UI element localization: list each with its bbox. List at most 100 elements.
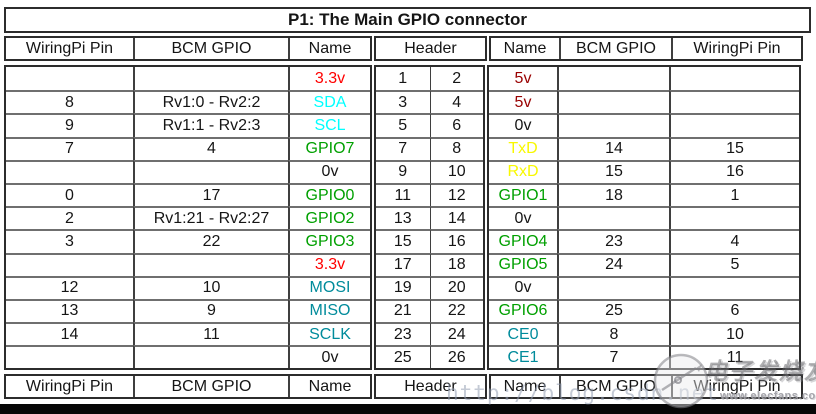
cell-wpi-right xyxy=(669,90,799,114)
cell-pin-even: 12 xyxy=(429,182,483,207)
cell-bcm-right: 24 xyxy=(557,252,669,276)
cell-pin-even: 16 xyxy=(429,229,483,253)
cell-wpi-left: 8 xyxy=(6,90,133,113)
cell-name-right: RxD xyxy=(489,159,557,183)
cell-wpi-left xyxy=(6,252,133,276)
cell-name-left: GPIO0 xyxy=(288,182,370,207)
cell-pin-even: 22 xyxy=(429,298,483,323)
cell-name-left: MISO xyxy=(288,298,370,323)
cell-wpi-right: 10 xyxy=(669,322,799,346)
cell-bcm-right: 23 xyxy=(557,229,669,253)
cell-name-right: 0v xyxy=(489,113,557,136)
cell-pin-even: 20 xyxy=(429,275,483,299)
footer-bcm-right: BCM GPIO xyxy=(559,376,671,398)
cell-bcm-right xyxy=(557,275,669,299)
cell-pin-even: 2 xyxy=(429,67,484,91)
header-wiringpi-right: WiringPi Pin xyxy=(671,38,801,59)
footer-group-mid: Header xyxy=(374,374,487,400)
cell-wpi-right xyxy=(669,67,799,91)
cell-bcm-right: 8 xyxy=(557,322,669,346)
cell-pin-even: 24 xyxy=(429,322,483,346)
header-group-left: WiringPi Pin BCM GPIO Name xyxy=(4,36,372,61)
cell-wpi-left xyxy=(6,67,133,90)
cell-pin-odd: 7 xyxy=(376,136,430,160)
cell-wpi-left: 9 xyxy=(6,113,133,136)
cell-wpi-right: 16 xyxy=(669,159,799,183)
cell-pin-even: 14 xyxy=(429,206,483,230)
cell-pin-odd: 19 xyxy=(376,275,430,299)
cell-bcm-right xyxy=(557,90,669,114)
footer-name-left: Name xyxy=(288,376,370,398)
cell-name-left: GPIO3 xyxy=(288,229,370,253)
cell-wpi-right: 4 xyxy=(669,229,799,253)
cell-name-right: GPIO6 xyxy=(489,298,557,322)
cell-bcm-right: 15 xyxy=(557,159,669,183)
header-bcm-left: BCM GPIO xyxy=(133,38,288,59)
cell-pin-even: 26 xyxy=(429,345,483,369)
cell-name-left: SCL xyxy=(288,113,370,137)
cell-bcm-left: 22 xyxy=(133,229,288,253)
header-group-mid: Header xyxy=(374,36,487,61)
cell-wpi-right xyxy=(669,206,799,230)
header-bcm-right: BCM GPIO xyxy=(559,38,671,59)
cell-wpi-left: 3 xyxy=(6,229,133,252)
cell-bcm-right xyxy=(557,67,669,91)
cell-name-left: 3.3v xyxy=(288,67,370,91)
cell-bcm-right xyxy=(557,206,669,230)
cell-bcm-left xyxy=(133,67,288,91)
cell-name-left: 0v xyxy=(288,345,370,369)
cell-wpi-left xyxy=(6,159,133,183)
cell-name-right: CE0 xyxy=(489,322,557,345)
footer-wiringpi-right: WiringPi Pin xyxy=(671,376,801,398)
cell-pin-odd: 11 xyxy=(376,182,430,206)
cell-bcm-right: 18 xyxy=(557,182,669,207)
cell-pin-even: 18 xyxy=(429,252,483,276)
header-name-left: Name xyxy=(288,38,370,59)
footer-group-right: Name BCM GPIO WiringPi Pin xyxy=(489,374,803,400)
cell-wpi-right xyxy=(669,275,799,299)
header-group-right: Name BCM GPIO WiringPi Pin xyxy=(489,36,803,61)
cell-bcm-right: 14 xyxy=(557,136,669,160)
cell-pin-even: 4 xyxy=(429,90,483,114)
cell-name-left: GPIO7 xyxy=(288,136,370,160)
cell-bcm-left xyxy=(133,252,288,276)
footer-group-left: WiringPi Pin BCM GPIO Name xyxy=(4,374,372,400)
cell-pin-even: 10 xyxy=(429,159,483,183)
cell-name-right: GPIO4 xyxy=(489,229,557,252)
cell-bcm-left: 17 xyxy=(133,182,288,207)
bottom-black-bar xyxy=(0,404,816,414)
cell-bcm-left: Rv1:1 - Rv2:3 xyxy=(133,113,288,137)
cell-bcm-left: Rv1:0 - Rv2:2 xyxy=(133,90,288,114)
cell-pin-odd: 13 xyxy=(376,206,430,229)
footer-wiringpi-left: WiringPi Pin xyxy=(25,377,114,395)
cell-pin-even: 8 xyxy=(429,136,483,160)
cell-pin-odd: 17 xyxy=(376,252,430,276)
cell-wpi-right: 15 xyxy=(669,136,799,160)
cell-pin-odd: 1 xyxy=(398,69,408,87)
cell-pin-odd: 5 xyxy=(376,113,430,136)
cell-name-left: SCLK xyxy=(288,322,370,346)
cell-name-right: 0v xyxy=(489,275,557,299)
gpio-table: P1: The Main GPIO connector WiringPi Pin… xyxy=(4,7,811,400)
cell-name-left: SDA xyxy=(288,90,370,114)
cell-wpi-left xyxy=(6,345,133,368)
cell-bcm-right: 7 xyxy=(557,345,669,369)
cell-name-right: TxD xyxy=(489,136,557,160)
cell-pin-odd: 25 xyxy=(376,345,430,368)
cell-name-right: CE1 xyxy=(489,345,557,368)
cell-bcm-left: 10 xyxy=(133,275,288,299)
cell-bcm-right: 25 xyxy=(557,298,669,323)
footer-name-right: Name xyxy=(503,377,547,395)
header-row: WiringPi Pin BCM GPIO Name Header Name B… xyxy=(4,36,811,61)
cell-name-right: 5v xyxy=(514,69,532,87)
cell-bcm-left: 11 xyxy=(133,322,288,346)
cell-pin-odd: 3 xyxy=(376,90,430,113)
cell-bcm-left: 4 xyxy=(133,136,288,160)
footer-bcm-left: BCM GPIO xyxy=(133,376,288,398)
cell-wpi-right: 5 xyxy=(669,252,799,276)
footer-header: Header xyxy=(404,377,457,395)
cell-bcm-left xyxy=(133,159,288,183)
